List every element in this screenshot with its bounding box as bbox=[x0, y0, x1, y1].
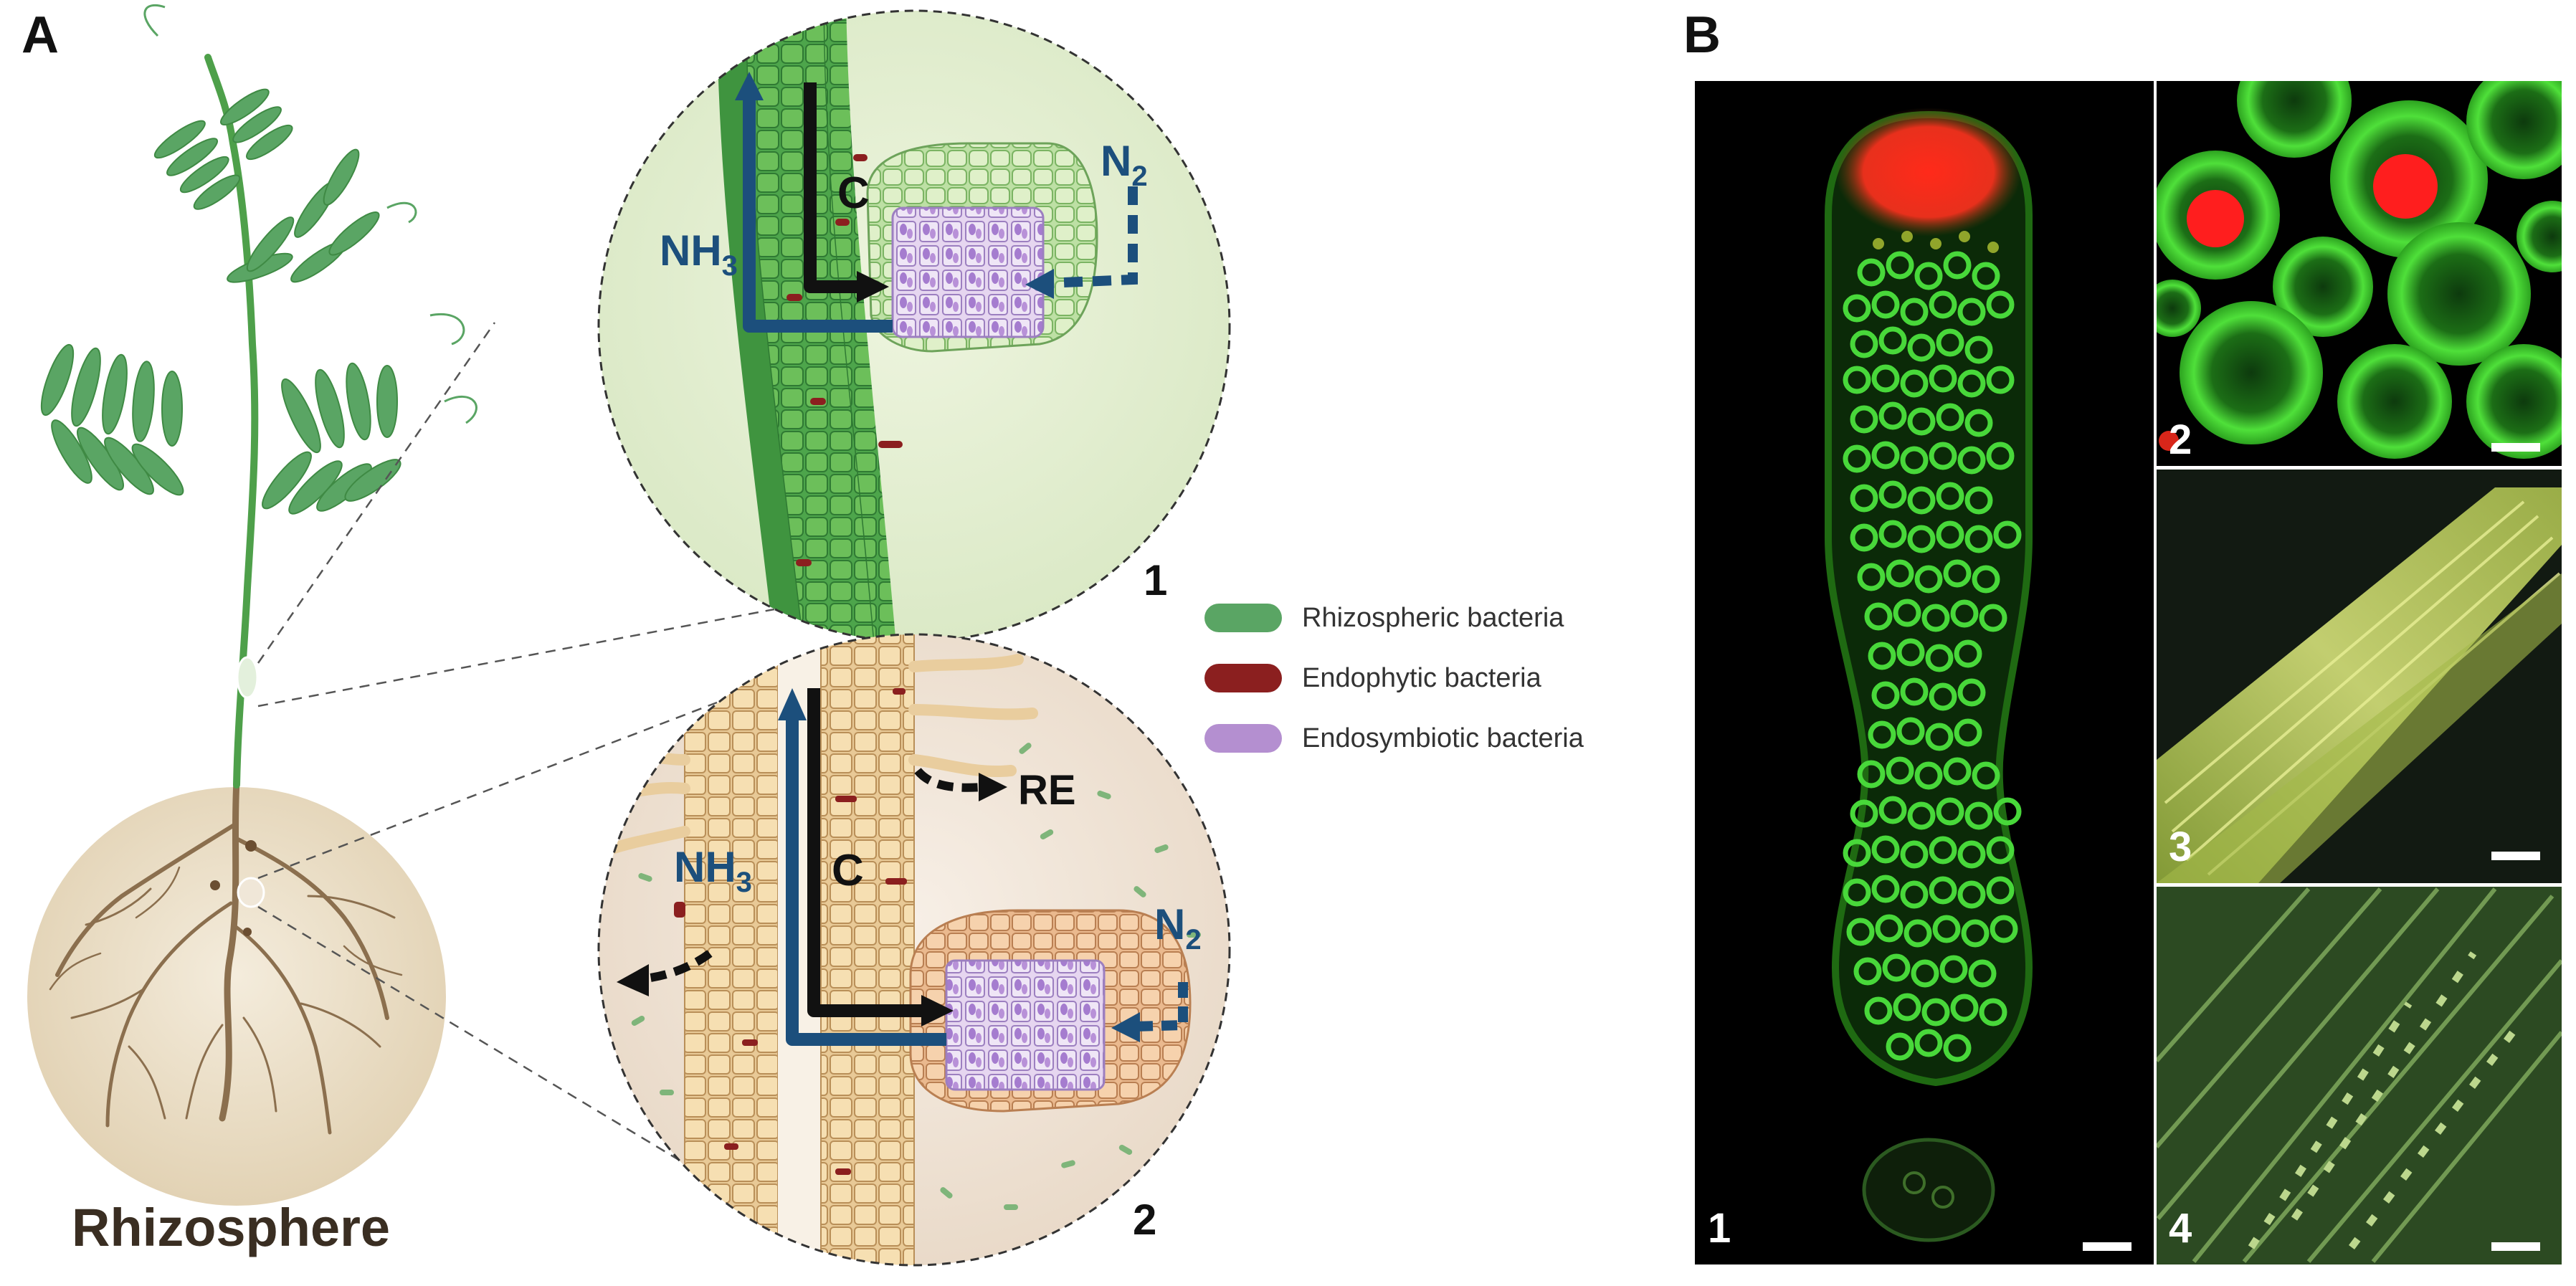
zoom-view-2: NH3 C N2 RE bbox=[597, 633, 1231, 1267]
nitrogen-sub-1: 2 bbox=[1131, 161, 1147, 192]
legend-swatch-endophytic bbox=[1204, 664, 1282, 692]
panel-label-b: B bbox=[1683, 6, 1721, 64]
svg-text:N2: N2 bbox=[1101, 137, 1148, 192]
ammonia-sub-2: 3 bbox=[736, 867, 752, 898]
micrograph-2 bbox=[2157, 81, 2562, 466]
legend-swatch-endosymbiotic bbox=[1204, 724, 1282, 753]
ammonia-sub-1: 3 bbox=[722, 250, 738, 282]
scale-bar-1 bbox=[2083, 1242, 2131, 1251]
nitrogen-label-1: N bbox=[1101, 137, 1131, 185]
legend-label-rhizospheric: Rhizospheric bacteria bbox=[1302, 602, 1564, 633]
legend-item-endosymbiotic: Endosymbiotic bacteria bbox=[1204, 708, 1584, 768]
scale-bar-2 bbox=[2491, 443, 2540, 452]
zoom-number-1: 1 bbox=[1144, 556, 1167, 604]
tendrils bbox=[143, 4, 477, 424]
svg-text:NH3: NH3 bbox=[674, 843, 752, 898]
micrograph-number-4: 4 bbox=[2169, 1205, 2192, 1252]
stem bbox=[204, 54, 259, 789]
ammonia-label-2: NH bbox=[674, 843, 736, 891]
micrograph-number-2: 2 bbox=[2169, 416, 2192, 463]
scale-bar-3 bbox=[2491, 852, 2540, 860]
micrograph-number-3: 3 bbox=[2169, 824, 2192, 870]
roots bbox=[49, 778, 403, 1135]
micrograph-4 bbox=[2157, 887, 2562, 1264]
panel-label-a: A bbox=[22, 6, 59, 64]
scale-bar-4 bbox=[2491, 1242, 2540, 1251]
micrograph-number-1: 1 bbox=[1708, 1205, 1731, 1252]
legend-item-endophytic: Endophytic bacteria bbox=[1204, 648, 1584, 708]
carbon-label-2: C bbox=[832, 846, 864, 895]
zoom-view-1: NH3 C N2 bbox=[597, 9, 1231, 643]
legend: Rhizospheric bacteria Endophytic bacteri… bbox=[1204, 588, 1584, 768]
nitrogen-label-2: N bbox=[1154, 900, 1185, 948]
rhizosphere-label: Rhizosphere bbox=[72, 1198, 391, 1257]
carbon-label-1: C bbox=[837, 168, 870, 218]
zoom-number-2: 2 bbox=[1133, 1196, 1156, 1244]
ammonia-label-1: NH bbox=[660, 227, 722, 275]
leaves bbox=[40, 88, 401, 515]
legend-item-rhizospheric: Rhizospheric bacteria bbox=[1204, 588, 1584, 648]
nitrogen-sub-2: 2 bbox=[1185, 924, 1201, 956]
zoom-guides bbox=[257, 322, 775, 1184]
legend-swatch-rhizospheric bbox=[1204, 604, 1282, 632]
svg-text:NH3: NH3 bbox=[660, 227, 738, 282]
svg-text:N2: N2 bbox=[1154, 900, 1202, 956]
exudates-label: RE bbox=[1018, 767, 1076, 814]
plant-illustration bbox=[27, 4, 477, 1206]
legend-label-endophytic: Endophytic bacteria bbox=[1302, 662, 1541, 693]
micrograph-3 bbox=[2157, 470, 2562, 883]
legend-label-endosymbiotic: Endosymbiotic bacteria bbox=[1302, 723, 1584, 753]
micrograph-1 bbox=[1695, 81, 2154, 1264]
